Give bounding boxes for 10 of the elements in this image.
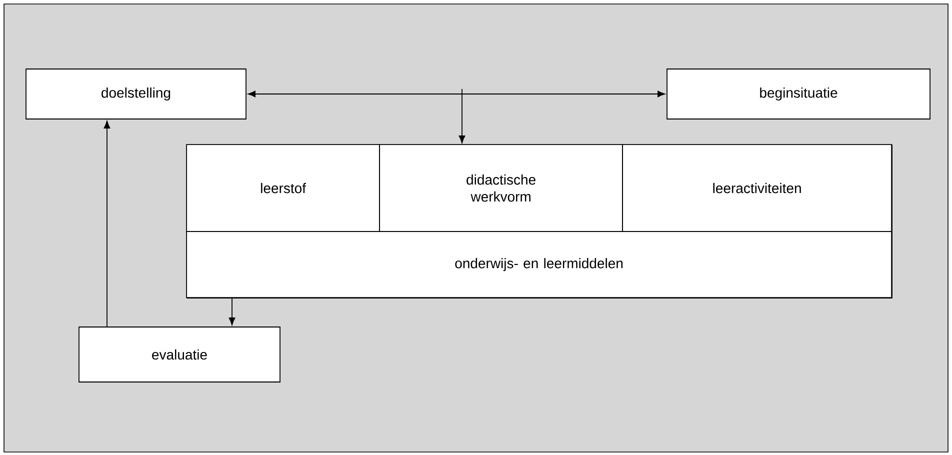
cell: leerstof — [186, 144, 380, 232]
cell: didactische werkvorm — [379, 144, 623, 232]
arrow — [458, 88, 466, 144]
arrow — [228, 298, 236, 326]
process-box: doelstelling — [26, 68, 246, 120]
process-box: beginsituatie — [666, 68, 930, 120]
arrow — [248, 90, 666, 98]
cell: leeractiviteiten — [622, 144, 892, 232]
process-box: evaluatie — [78, 326, 280, 382]
arrow — [104, 120, 110, 327]
